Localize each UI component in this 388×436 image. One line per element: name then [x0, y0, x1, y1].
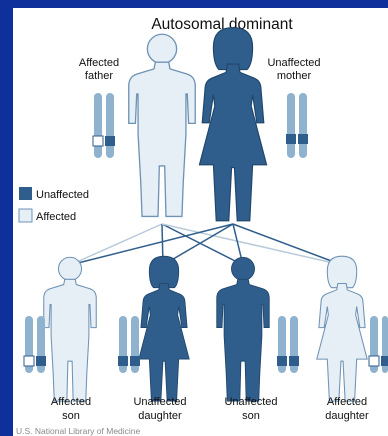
father-label-line1: Affected	[79, 57, 119, 69]
unaffected-daughter-figure	[139, 256, 189, 401]
affected-daughter-chromosomes	[369, 316, 388, 373]
child-3-label-line1: Unaffected	[224, 396, 277, 408]
child-2-label-line1: Unaffected	[133, 396, 186, 408]
affected-son-chromosomes	[24, 316, 46, 373]
unaffected-son-chromosomes	[277, 316, 299, 373]
child-4-label-line2: daughter	[325, 410, 369, 422]
affected-father-figure	[129, 34, 196, 216]
father-label-line2: father	[85, 70, 113, 82]
affected-daughter-figure	[317, 256, 367, 401]
source-credit: U.S. National Library of Medicine	[16, 426, 141, 436]
unaffected-son-figure	[217, 257, 270, 401]
child-1-label-line1: Affected	[51, 396, 91, 408]
legend-affected-label: Affected	[36, 211, 76, 223]
child-1-label-line2: son	[62, 410, 80, 422]
unaffected-daughter-chromosomes	[118, 316, 140, 373]
child-3-label-line2: son	[242, 410, 260, 422]
legend-affected-swatch	[19, 209, 32, 222]
child-4-label-line1: Affected	[327, 396, 367, 408]
affected-son-figure	[44, 257, 97, 401]
legend: Unaffected Affected	[19, 187, 89, 223]
father-chromosome-pair	[93, 93, 115, 158]
legend-unaffected-label: Unaffected	[36, 189, 89, 201]
inheritance-lines	[70, 224, 342, 265]
mother-chromosome-pair	[286, 93, 308, 158]
child-2-label-line2: daughter	[138, 410, 182, 422]
legend-unaffected-swatch	[19, 187, 32, 200]
mother-label-line1: Unaffected	[267, 57, 320, 69]
mother-label-line2: mother	[277, 70, 312, 82]
unaffected-mother-figure	[199, 28, 266, 221]
